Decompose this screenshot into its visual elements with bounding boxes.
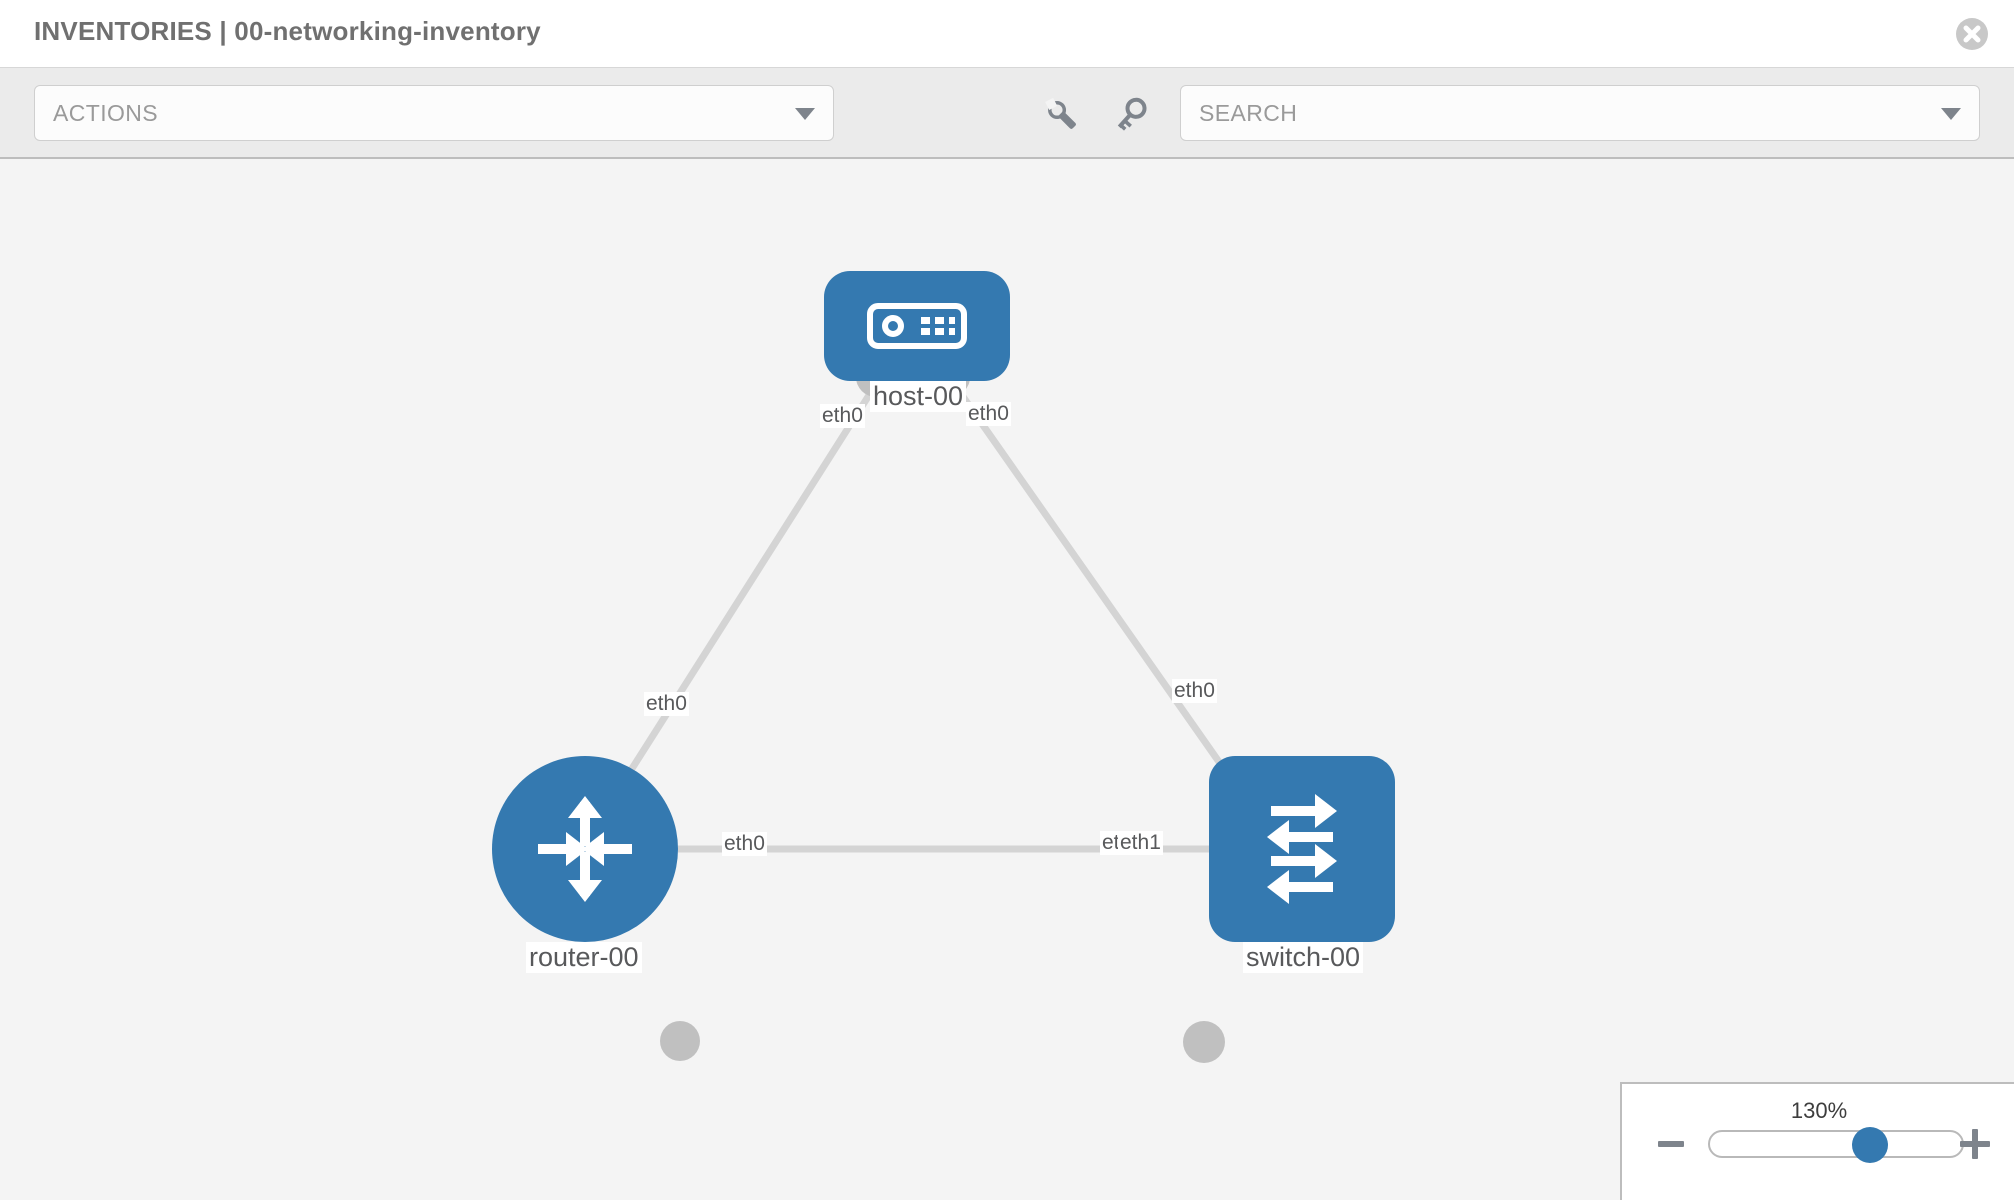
interface-label-switch00-left: eth1 [1118,831,1163,855]
key-icon[interactable] [1108,93,1152,137]
router-arrows-icon [538,796,632,902]
node-router-00-shape [492,756,678,942]
node-host-00[interactable] [824,271,1010,381]
endpoint-router00-right[interactable] [660,1021,700,1061]
zoom-slider[interactable] [1708,1127,1964,1163]
zoom-out-button[interactable] [1658,1141,1684,1147]
endpoint-switch00-left[interactable] [1183,1021,1225,1063]
zoom-slider-thumb[interactable] [1852,1127,1888,1163]
node-router-00-label: router-00 [526,942,642,973]
zoom-in-button[interactable] [1960,1129,1990,1159]
search-placeholder: SEARCH [1199,100,1298,126]
zoom-control-panel: 130% [1620,1082,2014,1200]
node-host-00-label: host-00 [870,381,967,412]
search-chevron-down-icon[interactable] [1941,108,1961,120]
switch-arrows-icon [1267,794,1337,904]
interface-label-router00-right: eth0 [722,832,767,856]
actions-dropdown[interactable]: ACTIONS [34,85,834,141]
interface-label-host00-right: eth0 [966,402,1011,426]
node-switch-00-shape [1209,756,1395,942]
server-icon [867,303,967,349]
topology-canvas[interactable]: host-00 [0,159,2014,1200]
node-host-00-shape [824,271,1010,381]
edge-host00-switch00 [949,378,1241,792]
interface-label-host00-left: eth0 [820,404,865,428]
node-router-00[interactable] [492,756,678,942]
zoom-level-value: 130% [1790,1098,1848,1123]
interface-label-switch00-top: eth0 [1172,679,1217,703]
chevron-down-icon [795,108,815,120]
wrench-icon[interactable] [1040,93,1084,137]
node-switch-00[interactable] [1209,756,1395,942]
interface-label-router00-top: eth0 [644,692,689,716]
edge-host00-router00 [597,379,881,821]
actions-dropdown-label: ACTIONS [53,100,159,126]
search-input[interactable]: SEARCH [1180,85,1980,141]
node-switch-00-label: switch-00 [1243,942,1364,973]
page-header: INVENTORIES | 00-networking-inventory [0,0,2014,68]
close-icon[interactable] [1956,18,1988,50]
page-title: INVENTORIES | 00-networking-inventory [34,16,541,46]
